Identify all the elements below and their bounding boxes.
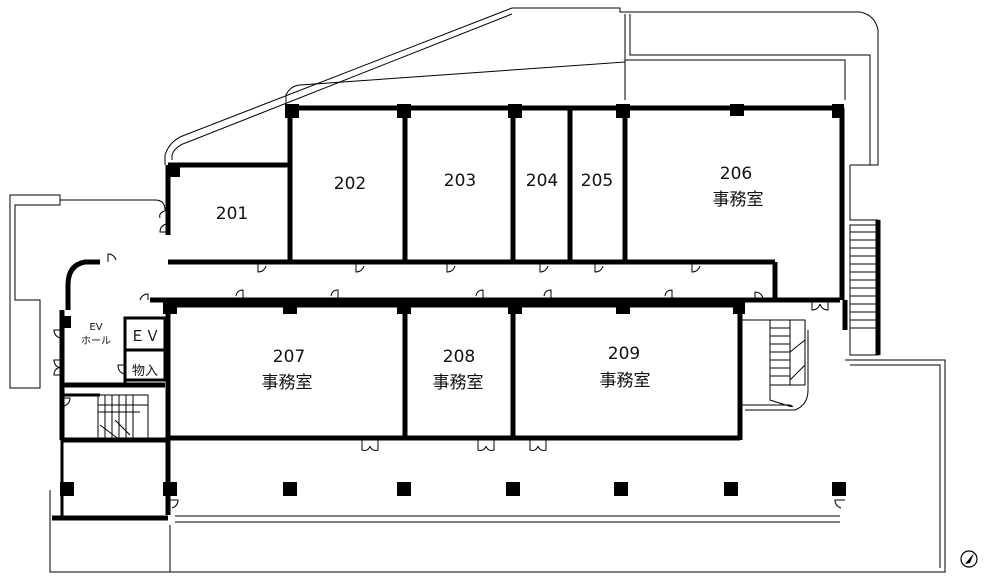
door-swing-icon [330, 289, 339, 300]
room-209-number: 209 [608, 344, 640, 364]
door-swing-icon [53, 366, 62, 376]
walls [52, 105, 881, 521]
room-202-number: 202 [334, 174, 366, 194]
room-205-number: 205 [581, 171, 613, 191]
room-207-use: 事務室 [262, 373, 313, 393]
room-206-use: 事務室 [713, 190, 764, 210]
room-209-use: 事務室 [600, 371, 651, 391]
service-walls [60, 316, 167, 518]
room-204-number: 204 [526, 171, 558, 191]
door-swing-icon [811, 300, 821, 311]
door-swing-icon [664, 289, 673, 300]
door-swing-icon [754, 291, 764, 300]
door-swing-icon [257, 262, 267, 273]
door-swing-icon [475, 289, 484, 300]
door-swing-icon [543, 289, 552, 300]
room-203-number: 203 [444, 171, 476, 191]
room-labels: 201 202 203 204 205 206 事務室 207 事務室 208 … [81, 164, 764, 393]
door-swing-icon [539, 262, 549, 273]
door-swing-icon [168, 499, 179, 509]
elevator-label: ＥＶ [130, 327, 160, 345]
door-swing-icon [235, 289, 244, 300]
staircase-icon [97, 224, 879, 441]
room-206-number: 206 [720, 164, 752, 184]
door-swing-icon [594, 262, 604, 273]
door-swing-icon [53, 329, 62, 339]
door-swing-icon [819, 300, 829, 311]
door-swing-icon [159, 209, 169, 219]
door-swing-icon [834, 499, 845, 509]
door-swing-icon [477, 438, 495, 451]
ev-hall-label-1: EV [89, 322, 102, 333]
building-outline [9, 7, 946, 573]
door-swing-icon [117, 364, 125, 375]
room-201-number: 201 [216, 204, 248, 224]
columns [60, 104, 846, 496]
storage-label: 物入 [132, 364, 158, 379]
door-swing-icon [139, 293, 149, 301]
room-207-number: 207 [273, 347, 305, 367]
door-swing-icon [355, 262, 365, 273]
ev-hall-label-2: ホール [81, 335, 111, 347]
room-208-use: 事務室 [433, 373, 484, 393]
door-swing-icon [361, 438, 379, 451]
north-arrow-icon [960, 550, 978, 568]
door-swing-icon [62, 397, 71, 407]
door-swing-icon [691, 262, 701, 273]
door-swing-icon [159, 223, 168, 233]
doors [53, 209, 845, 509]
room-208-number: 208 [443, 347, 475, 367]
door-swing-icon [107, 253, 117, 262]
door-swing-icon [446, 262, 456, 273]
door-swing-icon [529, 438, 547, 451]
